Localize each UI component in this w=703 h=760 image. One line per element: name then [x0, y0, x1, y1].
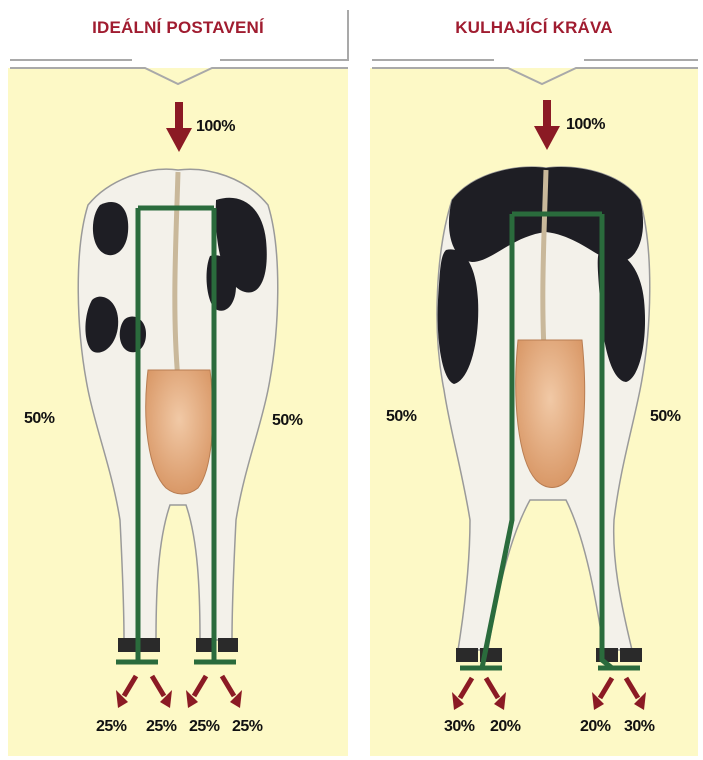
hoof-load-label: 20%: [580, 718, 611, 736]
hoof-load-label: 30%: [624, 718, 655, 736]
side-load-label-right: 50%: [650, 408, 681, 426]
hoof-arrow: [452, 678, 472, 710]
top-load-arrow: [534, 100, 560, 150]
hoof-load-label: 25%: [189, 718, 220, 736]
side-load-label-right: 50%: [272, 412, 303, 430]
hoof-load-label: 25%: [232, 718, 263, 736]
side-load-label-left: 50%: [24, 410, 55, 428]
top-load-label: 100%: [566, 116, 605, 134]
lame-cow-hoof: [456, 648, 478, 662]
lame-cow-illustration: [437, 167, 650, 662]
hoof-arrow: [626, 678, 646, 710]
hoof-load-label: 30%: [444, 718, 475, 736]
hoof-load-label: 25%: [96, 718, 127, 736]
left-title-bracket: [10, 10, 348, 84]
side-load-label-left: 50%: [386, 408, 417, 426]
hoof-load-label: 25%: [146, 718, 177, 736]
top-load-arrow: [166, 102, 192, 152]
ideal-cow-patch: [93, 202, 128, 255]
hoof-arrow: [222, 676, 242, 708]
right-title-bracket: [372, 60, 698, 84]
lame-cow-hoof: [596, 648, 618, 662]
hoof-arrow: [592, 678, 612, 710]
ideal-cow-illustration: [78, 169, 278, 652]
top-load-label: 100%: [196, 118, 235, 136]
ideal-cow-patch: [120, 316, 146, 352]
ideal-cow-hoof: [118, 638, 138, 652]
hoof-arrow: [152, 676, 172, 708]
ideal-cow-hoof: [218, 638, 238, 652]
lame-cow-hoof: [620, 648, 642, 662]
hoof-arrow: [186, 676, 206, 708]
hoof-arrow: [116, 676, 136, 708]
hoof-arrow: [486, 678, 506, 710]
ideal-cow-hoof: [140, 638, 160, 652]
hoof-load-label: 20%: [490, 718, 521, 736]
